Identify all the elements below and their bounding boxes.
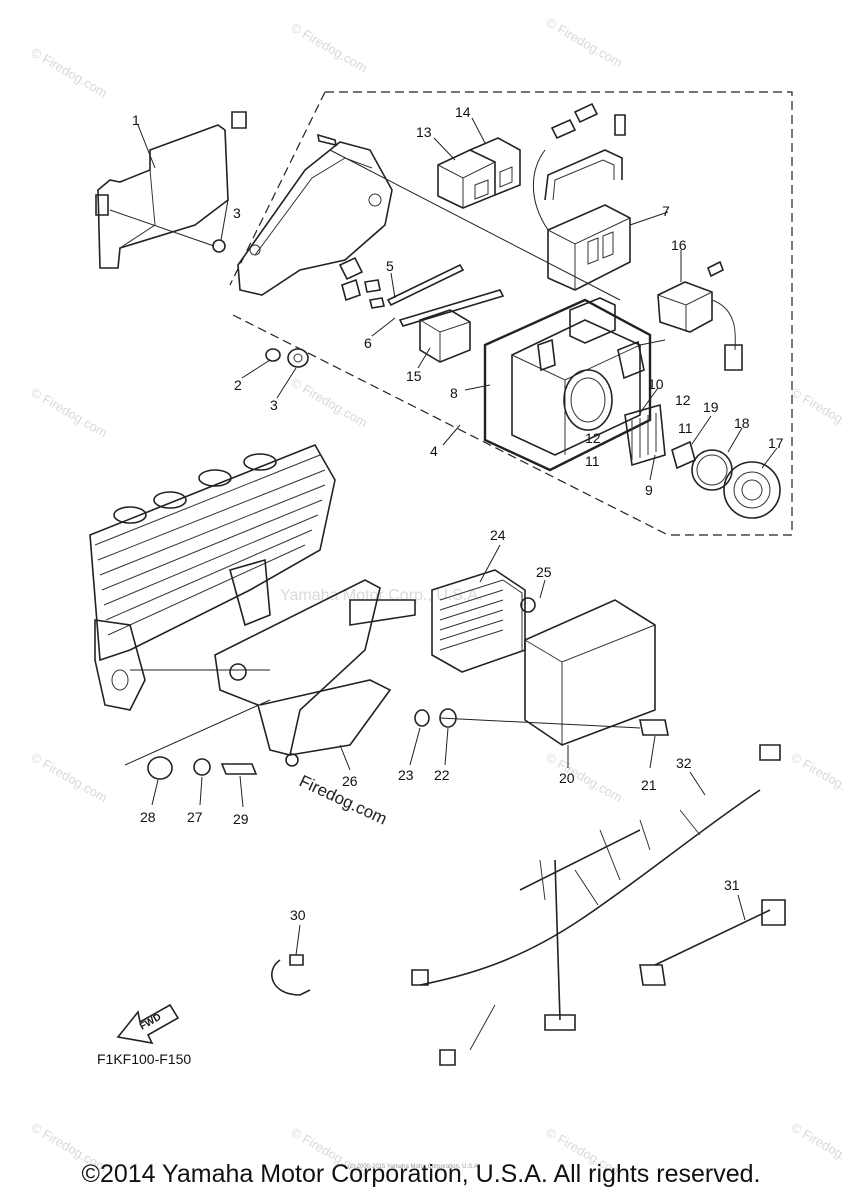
callout-1: 1 — [132, 112, 140, 128]
callout-11: 11 — [585, 453, 600, 469]
callout-3: 3 — [270, 397, 278, 413]
callout-29: 29 — [233, 811, 249, 827]
fwd-arrow: FWD — [116, 1003, 180, 1045]
callout-20: 20 — [559, 770, 575, 786]
watermark: © Firedog.com — [289, 20, 371, 76]
fuse-holders — [624, 403, 781, 519]
diagram-code: F1KF100-F150 — [97, 1051, 191, 1067]
washers — [265, 348, 309, 368]
sensor-16 — [657, 260, 743, 371]
callout-9: 9 — [645, 482, 653, 498]
callout-16: 16 — [671, 237, 687, 253]
watermark: © Firedog.com — [789, 750, 842, 806]
fittings — [338, 256, 505, 363]
callout-30: 30 — [290, 907, 306, 923]
copyright-footer: ©2014 Yamaha Motor Corporation, U.S.A. A… — [81, 1160, 761, 1188]
callout-31: 31 — [724, 877, 740, 893]
callout-24: 24 — [490, 527, 506, 543]
wire-harness-31 — [639, 899, 786, 986]
callout-5: 5 — [386, 258, 394, 274]
cover-plate — [237, 133, 621, 301]
callout-12: 12 — [675, 392, 691, 408]
watermark: © Firedog.com — [29, 750, 111, 806]
callout-11: 11 — [678, 420, 693, 436]
callout-21: 21 — [641, 777, 657, 793]
callout-3: 3 — [233, 205, 241, 221]
cdi-unit-20 — [439, 599, 669, 746]
fasteners — [124, 699, 457, 780]
callout-17: 17 — [768, 435, 784, 451]
watermarks: © Firedog.com © Firedog.com © Firedog.co… — [29, 15, 842, 1181]
rectifier-7 — [532, 102, 631, 291]
relays — [437, 137, 521, 209]
tiny-notice: (c) 2000-2015 Yamaha Motor Corporation, … — [348, 1164, 480, 1170]
heatsink-24 — [431, 569, 536, 673]
callout-13: 13 — [416, 124, 432, 140]
callout-10: 10 — [648, 376, 664, 392]
callout-23: 23 — [398, 767, 414, 783]
callout-26: 26 — [342, 773, 358, 789]
callout-8: 8 — [450, 385, 458, 401]
watermark: © Firedog.com — [544, 15, 626, 71]
clip-30 — [271, 954, 311, 996]
callout-7: 7 — [662, 203, 670, 219]
callout-28: 28 — [140, 809, 156, 825]
callout-14: 14 — [455, 104, 471, 120]
callout-19: 19 — [703, 399, 719, 415]
watermark-center: Yamaha Motor Corp., U.S.A. — [280, 587, 482, 604]
watermark: © Firedog.com — [789, 385, 842, 441]
bracket-26 — [214, 579, 416, 767]
watermark: © Firedog.com — [289, 375, 371, 431]
callout-32: 32 — [676, 755, 692, 771]
callout-6: 6 — [364, 335, 372, 351]
engine-block — [89, 443, 336, 711]
wire-harness-32 — [411, 744, 781, 1066]
assembly-boundary — [229, 91, 793, 536]
fwd-label: FWD — [138, 1012, 163, 1033]
callout-25: 25 — [536, 564, 552, 580]
bracket-1 — [95, 111, 247, 269]
callout-15: 15 — [406, 368, 422, 384]
callout-18: 18 — [734, 415, 750, 431]
watermark: © Firedog.com — [544, 750, 626, 806]
electrical-box — [483, 297, 666, 472]
watermark: © Firedog.com — [29, 45, 111, 101]
callout-2: 2 — [234, 377, 242, 393]
watermark: © Firedog.com — [29, 385, 111, 441]
callout-4: 4 — [430, 443, 438, 459]
callout-22: 22 — [434, 767, 450, 783]
leader-lines — [137, 117, 778, 956]
callouts: 1 2 3 3 4 5 6 7 8 9 10 11 11 12 12 13 14… — [132, 104, 784, 923]
callout-27: 27 — [187, 809, 203, 825]
callout-12: 12 — [585, 430, 601, 446]
